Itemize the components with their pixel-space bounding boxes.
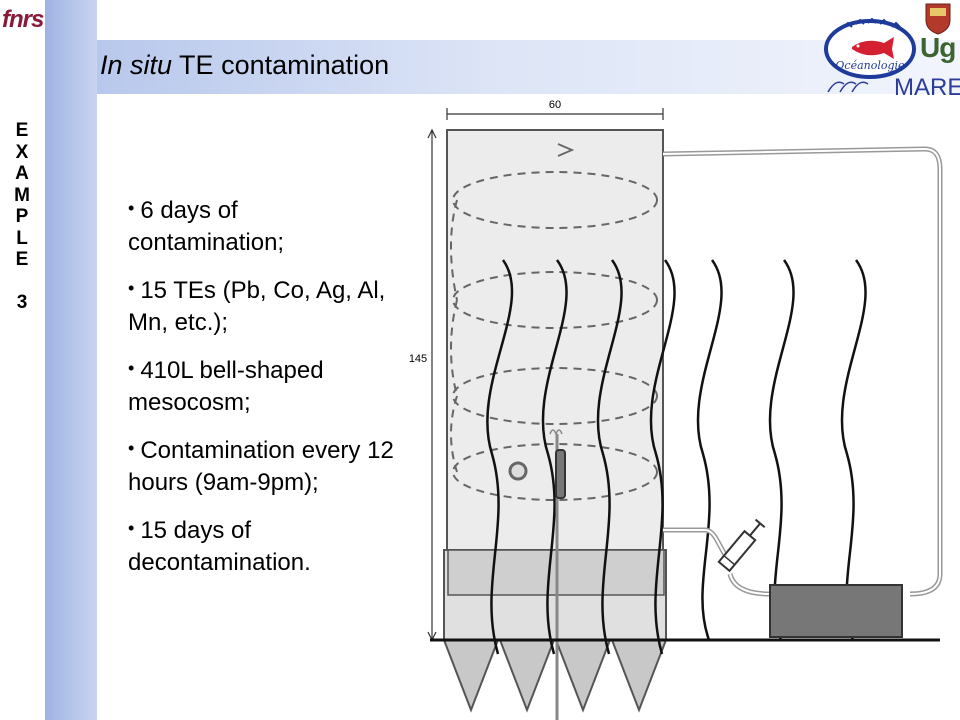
example-vertical-label: E X A M P L E 3	[8, 120, 36, 313]
fnrs-logo: fnrs	[2, 6, 44, 36]
bullet-list: •6 days of contamination; •15 TEs (Pb, C…	[128, 192, 398, 592]
vertical-letter: X	[15, 141, 29, 163]
list-item: •15 TEs (Pb, Co, Ag, Al, Mn, etc.);	[128, 272, 398, 339]
seagrass-inside	[486, 259, 676, 655]
circulation-ellipse	[452, 443, 658, 501]
seagrass-blade	[596, 259, 623, 655]
bullet-text: 410L bell-shaped mesocosm;	[128, 357, 324, 416]
circulation-ellipse	[452, 367, 658, 425]
pump-box	[769, 584, 903, 638]
seagrass-blade	[840, 259, 867, 641]
fnrs-logo-text: fnrs	[2, 6, 44, 33]
title-band	[97, 40, 960, 94]
bullet-dot-icon: •	[128, 518, 135, 538]
vertical-letter: P	[15, 206, 29, 227]
bullet-dot-icon: •	[128, 278, 135, 298]
list-item: •410L bell-shaped mesocosm;	[128, 352, 398, 419]
ulg-logo-text: Ug	[920, 32, 956, 63]
bullet-dot-icon: •	[128, 358, 135, 378]
sensor-probe-icon	[555, 449, 566, 499]
list-item: •6 days of contamination;	[128, 192, 398, 259]
ulg-crest-logo	[925, 3, 951, 35]
title-rest-part: TE contamination	[172, 50, 390, 80]
circulation-link	[450, 199, 458, 473]
list-item: •15 days of decontamination.	[128, 512, 398, 579]
probe-cable	[549, 429, 563, 437]
list-item: •Contamination every 12 hours (9am-9pm);	[128, 432, 398, 499]
oceanology-logo-text: Océanologie	[835, 59, 905, 72]
circulation-ellipse	[452, 171, 658, 229]
mare-logo-text: MARE	[894, 74, 960, 101]
bullet-text: 15 TEs (Pb, Co, Ag, Al, Mn, etc.);	[128, 277, 386, 336]
sensor-ring-icon	[508, 461, 528, 481]
anchor-spike	[610, 639, 668, 713]
title-italic-part: In situ	[100, 50, 173, 80]
anchor-spike	[442, 639, 500, 713]
waves-icon	[827, 81, 869, 93]
circulation-ellipse	[452, 271, 658, 329]
seagrass-blade	[486, 259, 514, 655]
seagrass-blade	[768, 259, 795, 641]
vertical-letter: E	[15, 120, 29, 141]
circulation-loops	[450, 171, 658, 501]
bullet-text: 6 days of contamination;	[128, 197, 285, 256]
bullet-text: Contamination every 12 hours (9am-9pm);	[128, 437, 394, 496]
bullet-dot-icon: •	[128, 438, 135, 458]
flow-arrow-icon	[557, 143, 575, 157]
vertical-letter: L	[16, 227, 28, 249]
vertical-letter: A	[15, 163, 29, 184]
anchor-spike	[498, 639, 556, 713]
bullet-text: 15 days of decontamination.	[128, 517, 311, 576]
vertical-letter: 3	[16, 291, 28, 313]
seagrass-blade	[541, 259, 568, 655]
bullet-dot-icon: •	[128, 198, 135, 218]
vertical-letter: E	[15, 249, 29, 270]
oceanology-logo: Océanologie	[824, 17, 916, 79]
page-title: In situ TE contamination	[100, 50, 389, 81]
vertical-letter: M	[14, 184, 30, 206]
seagrass-outside	[696, 259, 867, 641]
seagrass-blade	[649, 259, 676, 655]
syringe-icon	[717, 518, 766, 573]
anchor-spike	[554, 639, 612, 713]
width-label: 60	[549, 99, 561, 111]
height-label: 145	[409, 353, 427, 365]
mesocosm-diagram: 60 145	[409, 99, 943, 720]
seagrass-blade	[696, 259, 723, 641]
left-accent-bar	[45, 0, 97, 720]
